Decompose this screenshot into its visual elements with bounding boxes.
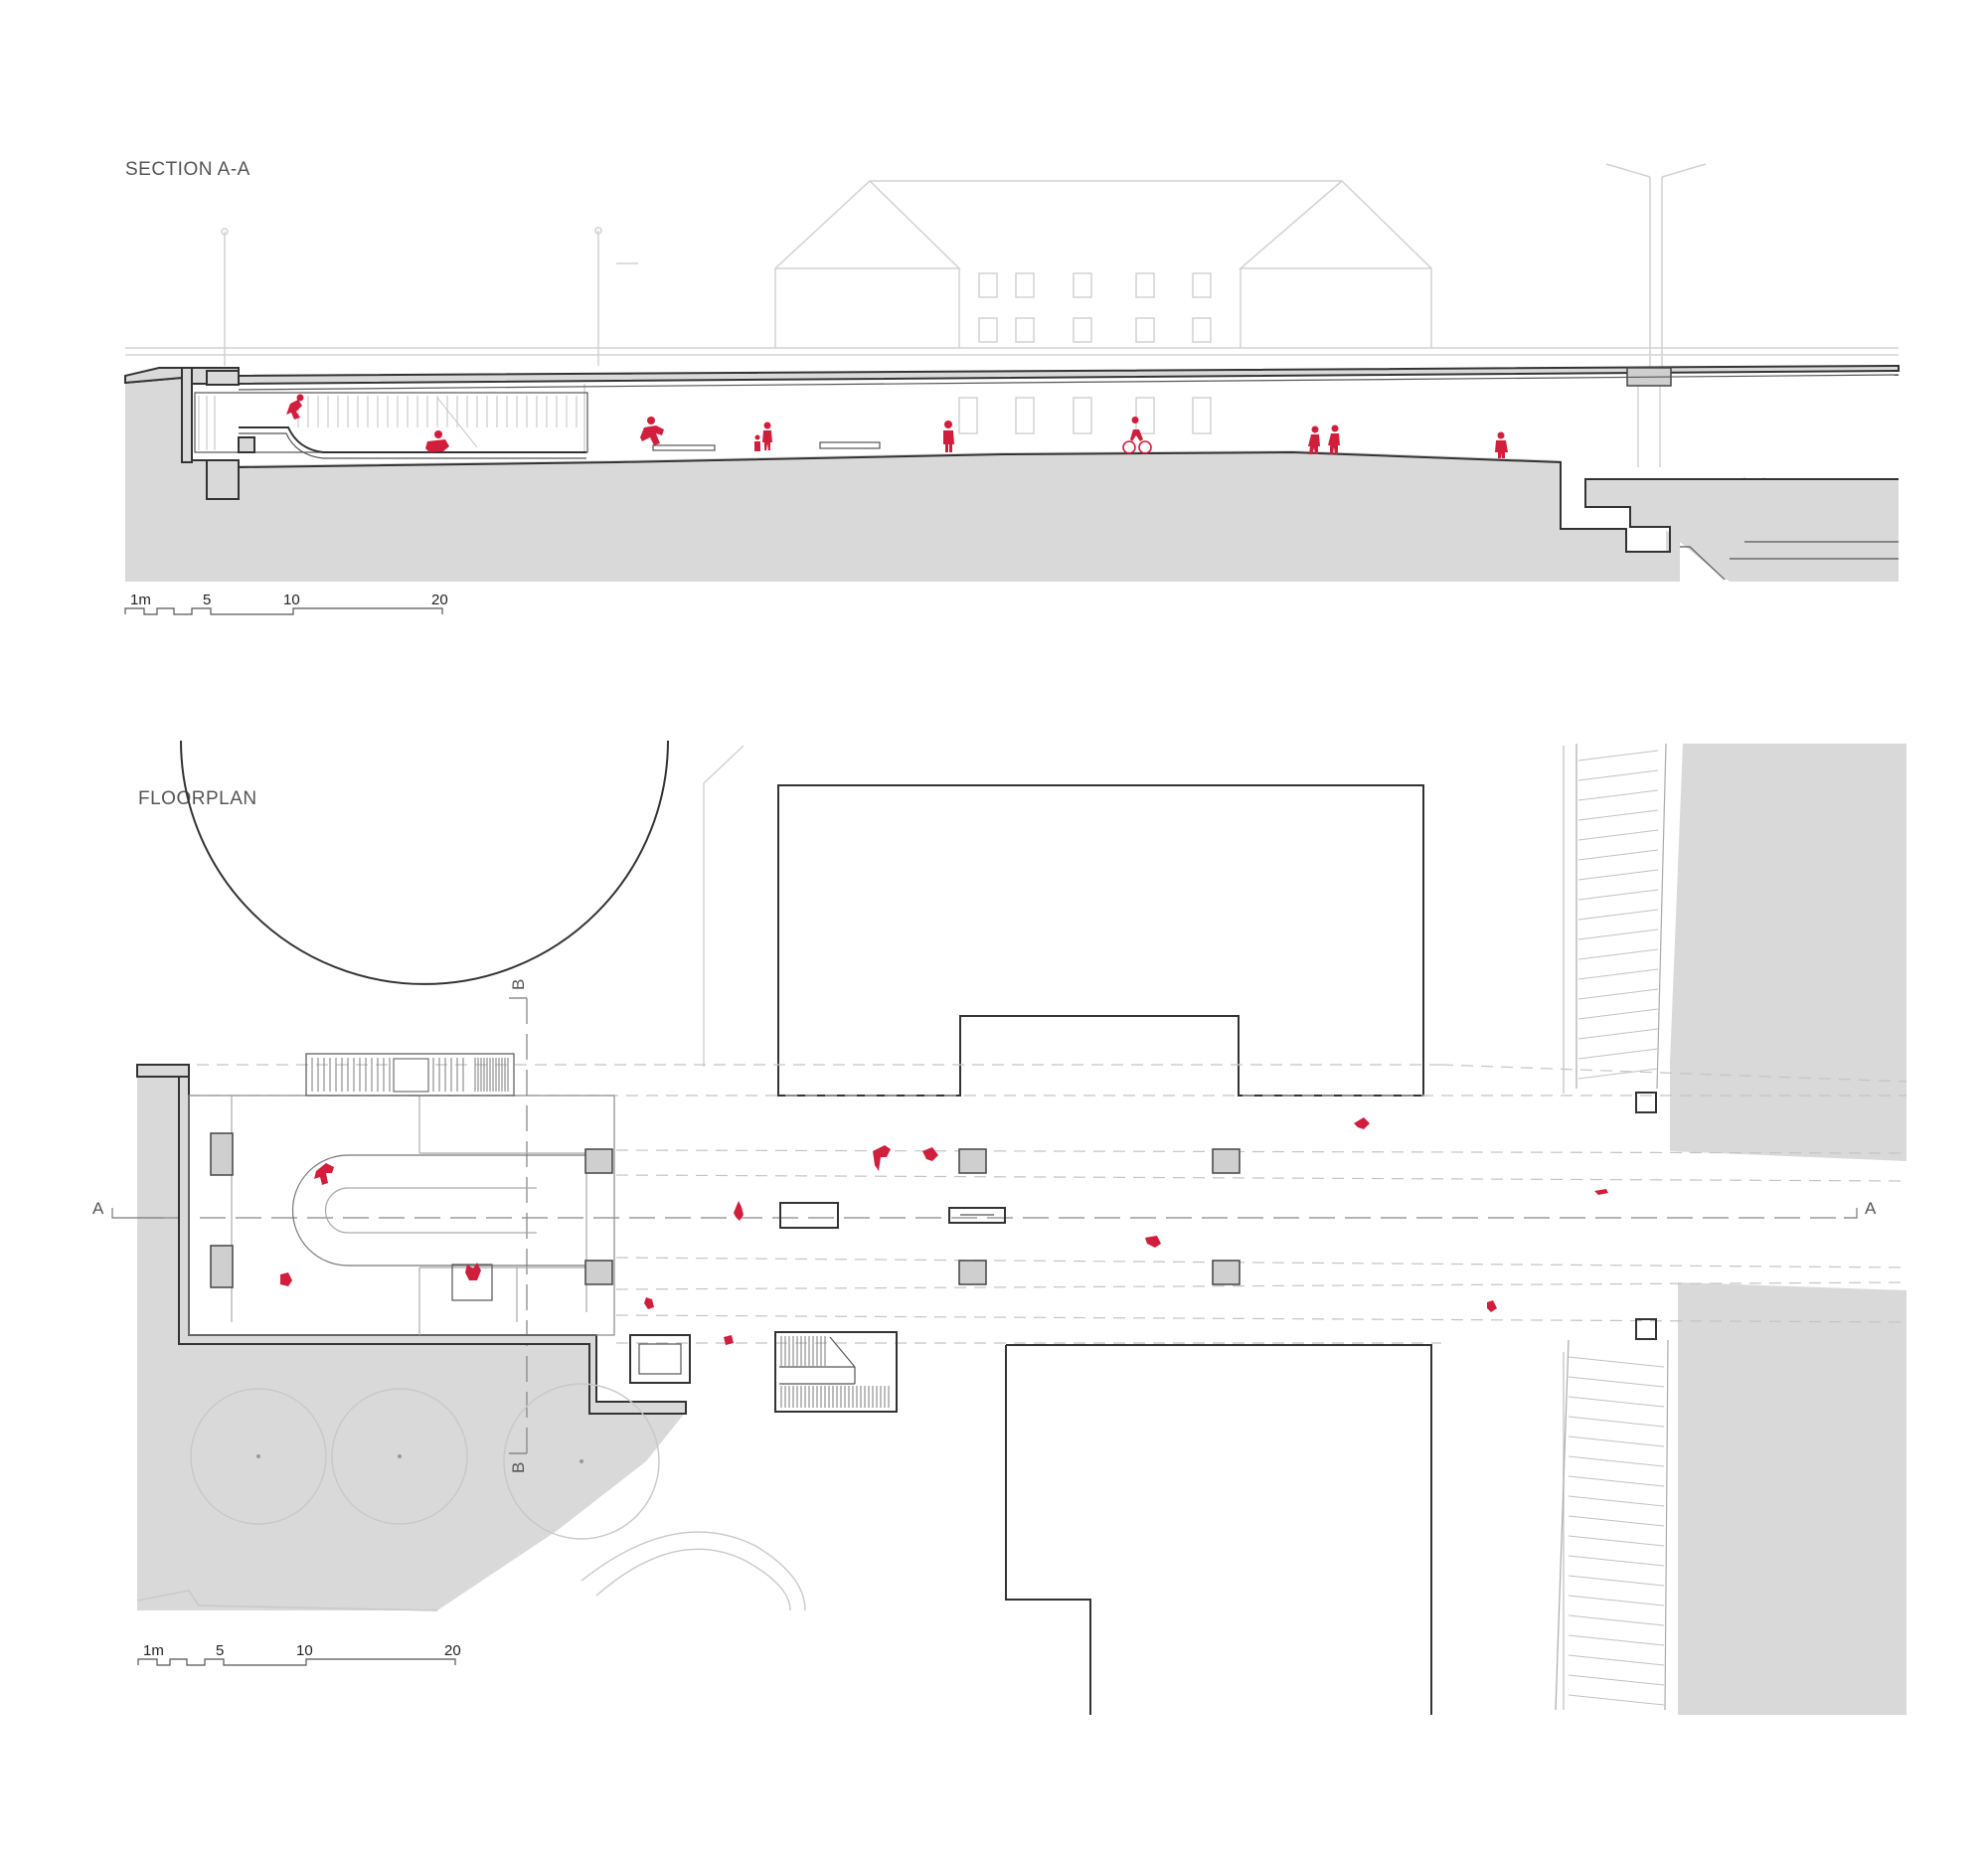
building-north [777,784,1424,1097]
ground-area-right-bottom [1678,1282,1906,1715]
roundabout-arc [180,740,669,985]
cyclist-figure [1122,417,1152,454]
plan-people [280,1117,1608,1345]
floorplan-scale-label-10: 10 [296,1642,313,1659]
person-plan [922,1147,938,1161]
pedestrian-pair [1495,431,1508,458]
floorplan-title: FLOORPLAN [138,788,257,809]
person-plan [465,1263,481,1280]
person-plan [314,1163,334,1185]
cut-label-b-bottom: B [509,1462,528,1473]
bench [948,1207,1006,1224]
skater-figure [286,394,304,420]
floorplan-scale-label-1m: 1m [143,1642,164,1659]
person-plan [1145,1236,1161,1248]
person-plan [724,1335,734,1345]
stair-top [305,1053,515,1097]
floorplan-scale-bar: 1m 5 10 20 [137,1642,461,1666]
floorplan: FLOORPLAN [92,740,1907,1715]
building-south [1005,1344,1432,1715]
cut-label-a-right: A [1865,1199,1877,1218]
person-plan [280,1272,292,1286]
ground-area-right-top [1670,744,1906,1161]
section-scale-bar: 1m 5 10 20 [124,592,448,615]
section-ground-fill [125,378,1899,582]
pedestrian-figure [943,421,954,452]
section-background-context [125,163,1899,527]
section-scale-label-5: 5 [203,592,211,608]
parking-strip-bottom [1555,1339,1669,1711]
person-plan [1354,1117,1370,1129]
trees [190,1383,660,1540]
columns [584,1092,1657,1340]
skate-bowl [291,1154,586,1267]
section-a-a: SECTION A-A [124,159,1900,615]
parking-strip-top [1575,743,1667,1090]
person-plan [644,1297,654,1309]
section-scale-label-10: 10 [283,592,300,608]
bench [779,1202,839,1229]
section-title: SECTION A-A [125,159,250,180]
person-plan [1487,1300,1497,1312]
ground-area-left [137,1064,686,1610]
section-scale-label-1m: 1m [130,592,151,608]
skater-figure [425,430,449,452]
pedestrian-with-child [754,422,772,451]
pedestrian-pair [1308,424,1340,454]
person-plan [734,1201,744,1221]
section-people [286,394,1508,458]
passage-lanes [137,1064,1907,1344]
section-scale-label-20: 20 [431,592,448,608]
floorplan-scale-label-5: 5 [216,1642,224,1659]
section-cut-b: B B [509,979,528,1473]
cut-label-a-left: A [92,1199,104,1218]
kiosk-box [629,1334,691,1384]
stair-bottom [774,1331,898,1413]
skater-figure [640,417,664,445]
floorplan-scale-label-20: 20 [444,1642,461,1659]
person-plan [1594,1189,1608,1195]
path-curve [580,1531,806,1611]
person-plan [873,1145,891,1171]
section-deck [124,364,1900,500]
cut-label-b-top: B [509,979,528,990]
